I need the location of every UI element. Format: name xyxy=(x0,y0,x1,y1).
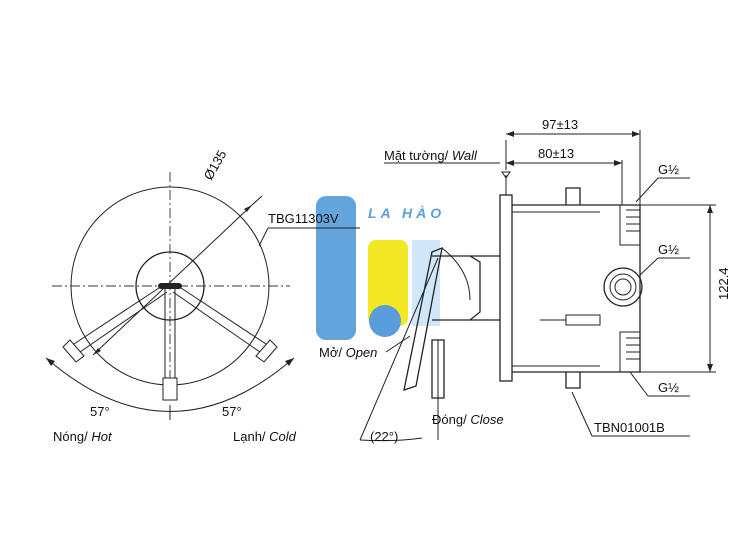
wall-plate xyxy=(499,194,513,382)
handle-stem xyxy=(432,255,481,321)
angle-tilt-label: (22°) xyxy=(370,429,398,444)
valve-body xyxy=(512,204,641,373)
front-view xyxy=(45,172,360,420)
thread-top-label: G½ xyxy=(658,162,679,177)
hot-label: Nóng/ Hot xyxy=(53,429,113,444)
handle-center xyxy=(162,288,178,401)
wall-label: Mặt tường/ Wall xyxy=(384,148,478,163)
model-valve-label: TBG11303V xyxy=(268,211,339,226)
handle-lever-close xyxy=(431,339,445,399)
handle-lever-open xyxy=(403,246,443,391)
open-label: Mở/ Open xyxy=(319,345,377,360)
dim-total-label: 97±13 xyxy=(542,117,578,132)
watermark-logo: LA HÀO xyxy=(316,196,445,340)
close-label: Đóng/ Close xyxy=(432,412,504,427)
angle-cold-label: 57° xyxy=(222,404,242,419)
diameter-label: Ø135 xyxy=(201,147,230,182)
angle-hot-label: 57° xyxy=(90,404,110,419)
diameter-line xyxy=(92,204,253,356)
watermark-text: LA HÀO xyxy=(368,205,445,221)
side-view xyxy=(359,130,716,442)
handle-hot xyxy=(62,285,168,363)
model-body-label: TBN01001B xyxy=(594,420,665,435)
tilt-arc xyxy=(359,437,423,442)
thread-mid-label: G½ xyxy=(658,242,679,257)
handle-cold xyxy=(172,285,278,363)
outlet-circle xyxy=(603,267,643,307)
dim-height-label: 122.4 xyxy=(716,267,731,300)
thread-bottom-label: G½ xyxy=(658,380,679,395)
cold-label: Lạnh/ Cold xyxy=(233,429,297,444)
dim-body-label: 80±13 xyxy=(538,146,574,161)
